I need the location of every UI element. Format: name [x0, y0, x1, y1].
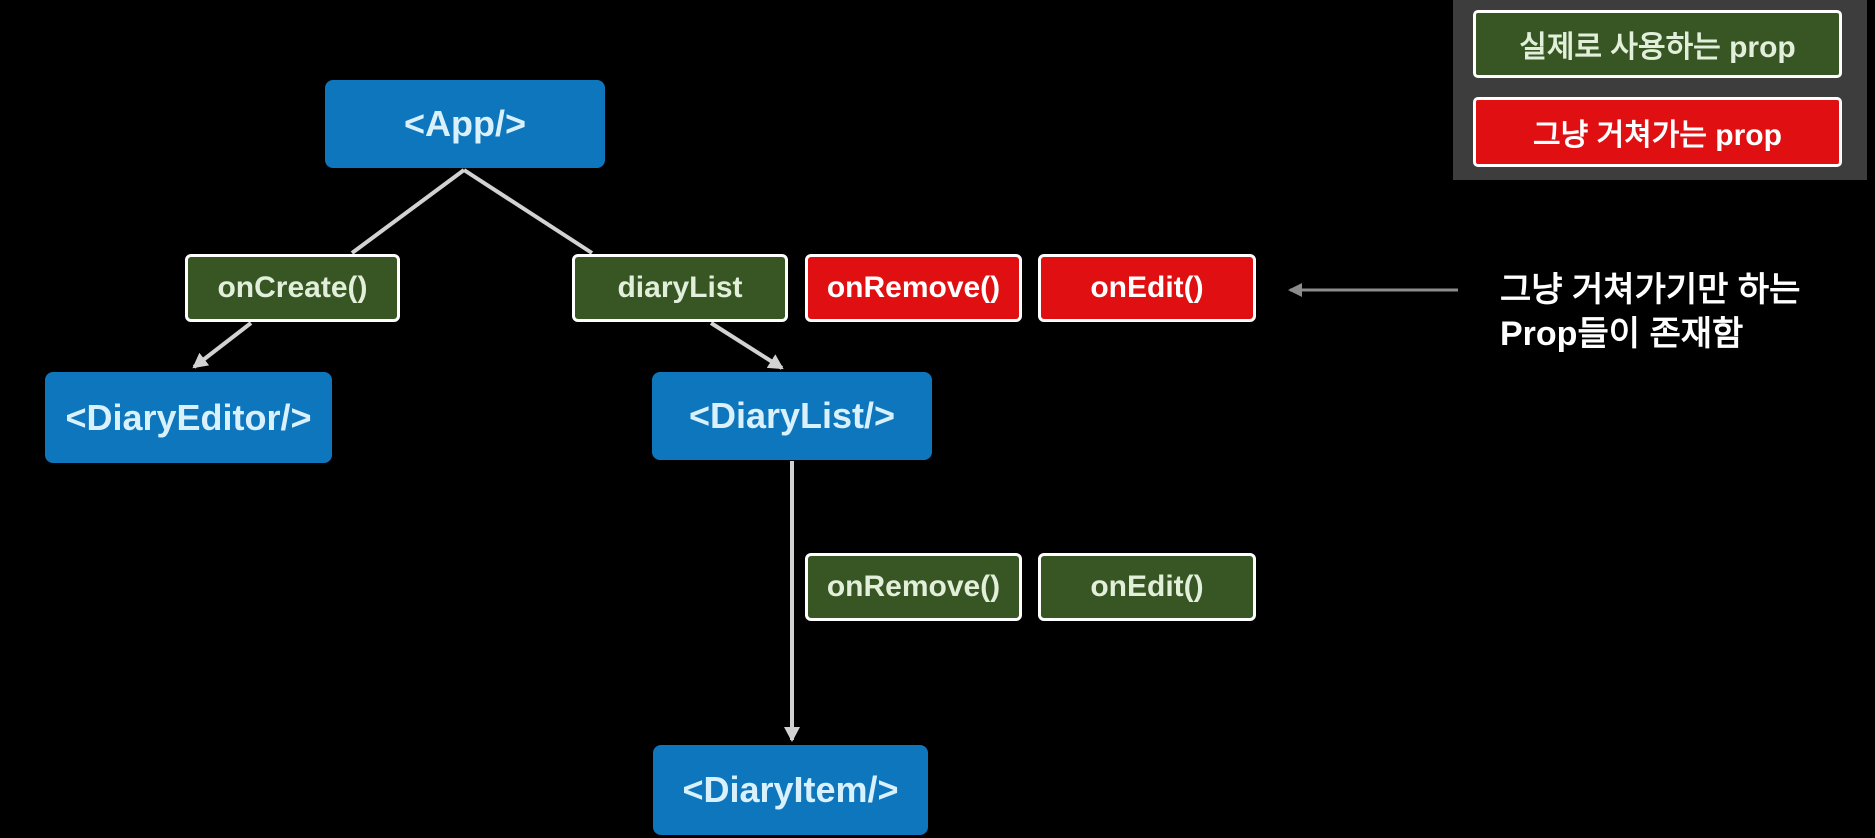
legend-passing-prop: 그냥 거쳐가는 prop — [1473, 97, 1842, 167]
edge-oncreate-to-diaryeditor — [192, 321, 253, 369]
annotation-line2: Prop들이 존재함 — [1500, 315, 1744, 353]
node-diaryeditor: <DiaryEditor/> — [45, 372, 332, 463]
node-diaryitem: <DiaryItem/> — [653, 745, 928, 835]
prop-onedit-passing: onEdit() — [1038, 254, 1256, 322]
legend-used-prop: 실제로 사용하는 prop — [1473, 10, 1842, 78]
node-app: <App/> — [325, 80, 605, 168]
annotation-line1: 그냥 거쳐가기만 하는 — [1500, 271, 1801, 309]
edge-app-to-oncreate — [350, 168, 466, 255]
prop-oncreate: onCreate() — [185, 254, 400, 322]
prop-onremove-passing: onRemove() — [805, 254, 1022, 322]
legend-panel: 실제로 사용하는 prop 그냥 거쳐가는 prop — [1453, 0, 1867, 180]
prop-diarylist: diaryList — [572, 254, 788, 322]
node-diarylist: <DiaryList/> — [652, 372, 932, 460]
prop-onedit-used: onEdit() — [1038, 553, 1256, 621]
edge-diarylist-prop-to-diarylist — [709, 321, 784, 370]
prop-onremove-used: onRemove() — [805, 553, 1022, 621]
annotation-text: 그냥 거쳐가기만 하는 Prop들이 존재함 — [1500, 268, 1800, 356]
edge-app-to-diarylist-prop — [462, 168, 594, 255]
